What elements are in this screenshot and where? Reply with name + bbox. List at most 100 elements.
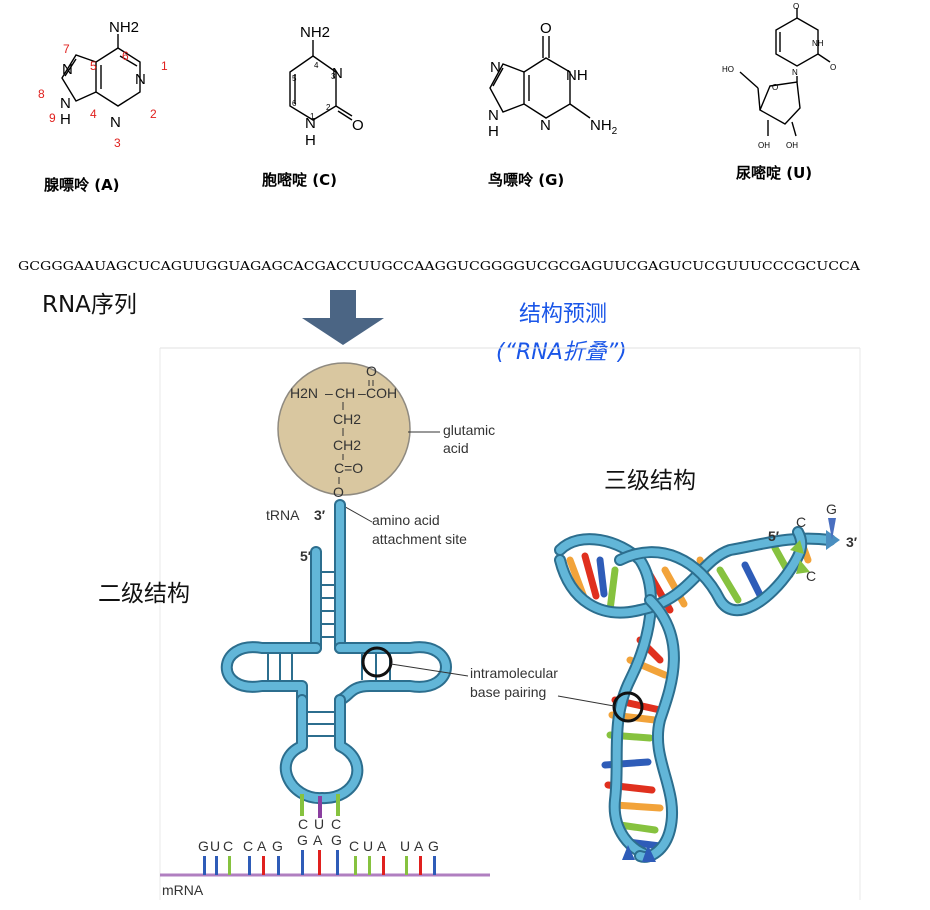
cytosine-structure: NH2 N O N H 4 3 2 1 5 6 胞嘧啶 (C) [261,24,364,189]
attach-label-2: attachment site [372,531,467,547]
svg-text:6: 6 [292,99,297,108]
mrna-base-3: C [223,838,233,854]
svg-text:2: 2 [150,107,157,121]
attach-label-1: amino acid [372,512,440,528]
svg-text:3: 3 [114,136,121,150]
tertiary-g: G [826,501,837,517]
svg-text:N: N [792,68,798,77]
chem-cooh: COH [366,385,397,401]
svg-text:3: 3 [331,72,336,81]
svg-text:6: 6 [122,49,129,63]
svg-text:8: 8 [38,87,45,101]
svg-text:5: 5 [90,59,97,73]
svg-text:HO: HO [722,65,734,74]
three-prime-label: 3′ [314,507,326,523]
chem-ch2-a: CH2 [333,411,361,427]
svg-text:O: O [793,2,799,11]
anticodon-1: C [298,816,308,832]
trna-label: tRNA [266,507,300,523]
svg-text:N: N [62,61,73,78]
svg-text:N: N [488,107,499,124]
svg-text:–: – [325,385,333,401]
svg-text:–: – [358,385,366,401]
rna-sequence: GCGGGAAUAGCUCAGUUGGUAGAGCACGACCUUGCCAAGG… [18,258,861,273]
tertiary-pairing-circle [612,691,644,723]
mrna-base-10: C [349,838,359,854]
mrna-base-9: G [331,832,342,848]
svg-text:NH: NH [566,67,588,84]
cytosine-caption: 胞嘧啶 (C) [261,171,337,189]
svg-text:O: O [352,117,364,134]
uracil-caption: 尿嘧啶 (U) [736,164,812,182]
svg-text:N: N [135,71,146,88]
chem-ch2-b: CH2 [333,437,361,453]
trna-secondary-structure: H2N – CH – COH O CH2 CH2 C=O O glutamic … [160,362,558,898]
secondary-structure-label: 二级结构 [98,581,190,607]
tertiary-c1: C [796,514,806,530]
svg-text:2: 2 [326,103,331,112]
mrna-base-12: A [377,838,387,854]
mrna-base-13: U [400,838,410,854]
pairing-label-1: intramolecular [470,665,558,681]
tertiary-three-prime: 3′ [846,534,858,550]
mrna-base-8: A [313,832,323,848]
svg-text:1: 1 [161,59,168,73]
amino-acid-sphere [277,362,411,496]
mrna-base-2: U [210,838,220,854]
pairing-label-2: base pairing [470,684,546,700]
svg-text:H: H [488,123,499,140]
svg-text:O: O [830,63,836,72]
adenine-structure: NH2 N N N N H 7 5 6 1 2 3 4 8 9 腺嘌呤 (A) [38,19,168,194]
glutamic-label-2: acid [443,440,469,456]
mrna-base-6: G [272,838,283,854]
tertiary-c2: C [806,568,816,584]
mrna-label: mRNA [162,882,204,898]
structure-prediction-label: 结构预测 [519,302,607,327]
svg-text:5: 5 [292,74,297,83]
chem-h2n: H2N [290,385,318,401]
svg-text:1: 1 [310,112,315,121]
mrna-base-4: C [243,838,253,854]
mrna-base-15: G [428,838,439,854]
svg-text:OH: OH [758,141,770,150]
cytosine-amino: NH2 [300,24,330,41]
anticodon-2: U [314,816,324,832]
svg-text:H: H [60,111,71,128]
adenine-amino: NH2 [109,19,139,36]
tertiary-five-prime: 5′ [768,528,780,544]
mrna-base-1: G [198,838,209,854]
adenine-caption: 腺嘌呤 (A) [44,176,120,194]
mrna-base-7: G [297,832,308,848]
svg-text:OH: OH [786,141,798,150]
guanine-structure: O NH N N N H NH2 鸟嘌呤 (G) [488,20,618,189]
anticodon-3: C [331,816,341,832]
trna-tertiary-structure: 5′ C C G 3′ [554,501,858,863]
svg-text:N: N [305,115,316,132]
chem-ch: CH [335,385,355,401]
svg-text:N: N [110,114,121,131]
glutamic-label-1: glutamic [443,422,495,438]
guanine-caption: 鸟嘌呤 (G) [488,171,564,189]
svg-text:N: N [540,117,551,134]
mrna-base-11: U [363,838,373,854]
mrna-base-14: A [414,838,424,854]
svg-text:O: O [772,83,778,92]
mrna-base-5: A [257,838,267,854]
svg-text:N: N [490,59,501,76]
svg-text:4: 4 [90,107,97,121]
chem-o-top: O [366,363,377,379]
svg-text:7: 7 [63,42,70,56]
svg-text:H: H [305,132,316,149]
rna-sequence-label: RNA序列 [42,292,137,318]
svg-text:N: N [60,95,71,112]
chem-o-bottom: O [333,484,344,500]
svg-text:NH: NH [812,39,824,48]
svg-text:O: O [540,20,552,37]
uracil-structure: O NH O N O HO OH OH 尿嘧啶 (U) [722,2,836,182]
svg-text:9: 9 [49,111,56,125]
svg-text:NH2: NH2 [590,117,618,137]
pairing-highlight-circle [361,646,393,678]
rna-folding-label: (“RNA折叠”) [496,340,627,365]
svg-text:N: N [332,65,343,82]
